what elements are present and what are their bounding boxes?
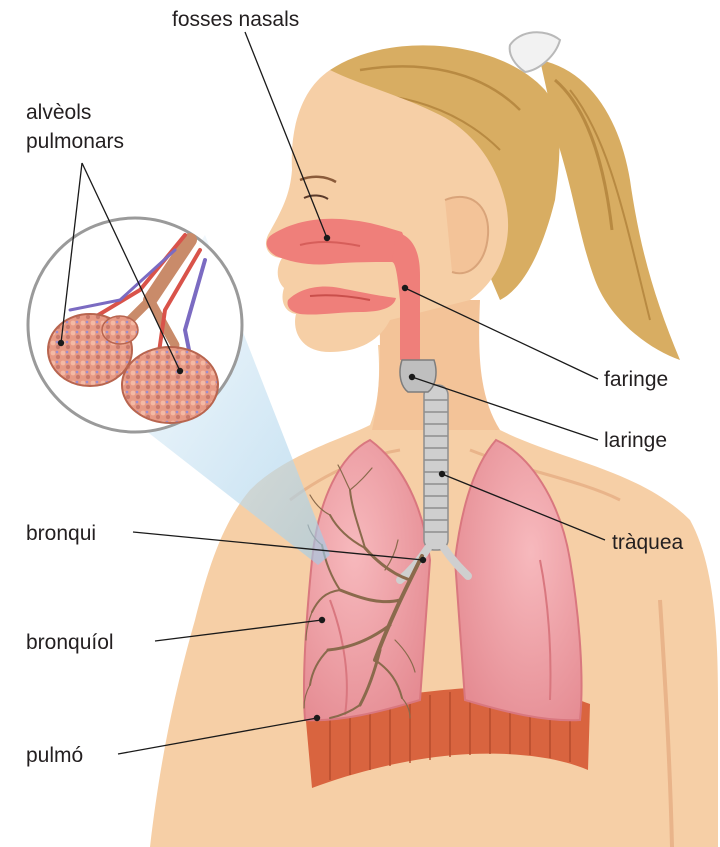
- label-bronchiole: bronquíol: [26, 631, 114, 654]
- label-nasal-cavity: fosses nasals: [172, 8, 299, 31]
- trachea: [424, 385, 448, 550]
- label-lung: pulmó: [26, 744, 83, 767]
- label-pharynx: faringe: [604, 368, 668, 391]
- label-larynx: laringe: [604, 429, 667, 452]
- label-alveoli-line1: alvèols: [26, 101, 91, 124]
- larynx: [400, 360, 436, 392]
- alveoli-inset: [28, 218, 242, 432]
- label-alveoli-line2: pulmonars: [26, 130, 124, 153]
- label-bronchus: bronqui: [26, 522, 96, 545]
- label-trachea: tràquea: [612, 531, 684, 554]
